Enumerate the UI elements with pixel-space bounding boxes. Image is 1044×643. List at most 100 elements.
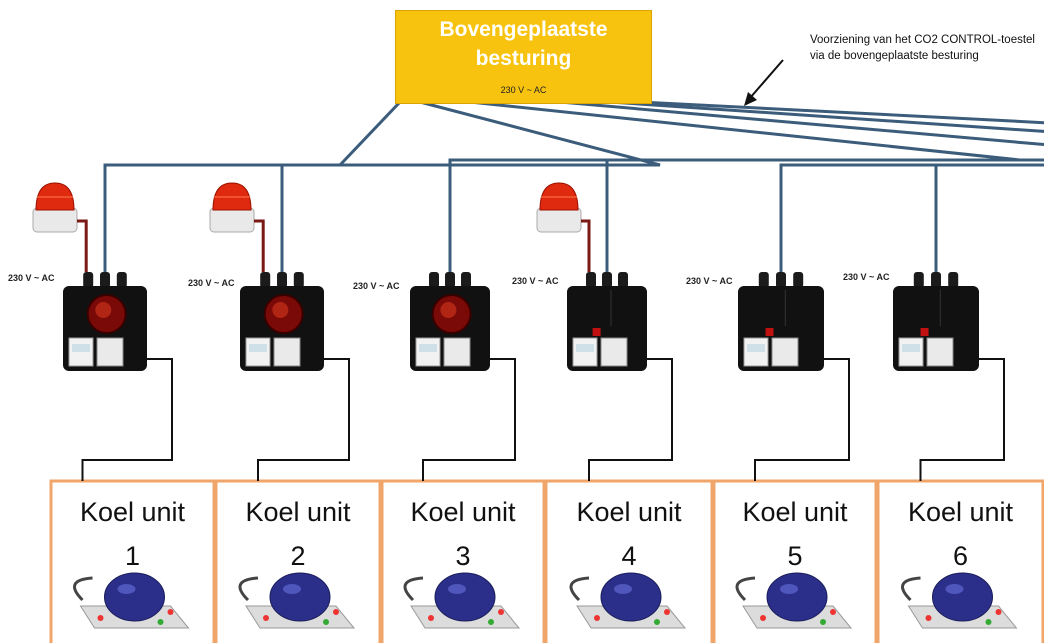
sensor-led (995, 609, 1002, 615)
sensor-dome-highlight (614, 584, 632, 594)
sensor-led (664, 609, 670, 615)
unit-cable (257, 358, 350, 481)
connector (602, 272, 612, 288)
station-6 (893, 272, 1018, 629)
sensor-dome-highlight (945, 584, 964, 594)
cooling-unit-name: Koel unit (245, 497, 351, 527)
unit-cable (588, 358, 673, 481)
sensor-cable (901, 576, 921, 602)
sensor-led (157, 619, 164, 625)
sensor-dome-highlight (780, 584, 798, 594)
sensor-led (498, 609, 504, 615)
sensor-led (985, 619, 992, 625)
cooling-unit-number: 3 (455, 541, 471, 571)
label-plate (600, 337, 628, 367)
alarm-window-highlight (95, 302, 112, 318)
sensor-cable (73, 576, 93, 602)
device-voltage-label: 230 V ~ AC (188, 278, 235, 288)
connector (776, 272, 786, 288)
connector (83, 272, 94, 288)
alarm-beacon (209, 182, 265, 272)
connector (445, 272, 455, 288)
control-display (576, 344, 594, 352)
sensor-cable (569, 576, 590, 602)
label-plate (96, 337, 124, 367)
co2-sensor (569, 572, 687, 629)
connector (586, 272, 596, 288)
connector (293, 272, 304, 288)
cooling-unit-number: 4 (621, 541, 637, 571)
status-led (765, 328, 774, 336)
bus-wires (103, 100, 1044, 274)
connector (277, 272, 287, 288)
connector (793, 272, 804, 288)
beacon-base (536, 207, 582, 233)
control-display (72, 344, 90, 352)
arrow-line (749, 59, 784, 99)
connector (461, 272, 471, 288)
beacon-base (32, 207, 78, 233)
connector (618, 272, 628, 288)
unit-cable (422, 358, 516, 481)
sensor-dome (434, 572, 496, 622)
sensor-dome (269, 572, 331, 622)
cooling-unit-name: Koel unit (907, 497, 1014, 527)
alarm-beacon (32, 182, 88, 272)
cooling-unit-name: Koel unit (79, 497, 186, 527)
unit-cable (81, 358, 173, 481)
bus-wire (639, 100, 1044, 274)
device-voltage-label: 230 V ~ AC (686, 276, 733, 286)
device-voltage-label: 230 V ~ AC (8, 273, 55, 283)
sensor-led (323, 619, 329, 625)
alarm-window-highlight (272, 302, 289, 318)
connector (116, 272, 127, 288)
station-5 (735, 272, 853, 629)
control-display (419, 344, 437, 352)
sensor-dome-highlight (448, 584, 466, 594)
label-plate (273, 337, 301, 367)
status-led (592, 328, 601, 336)
bus-wire (280, 100, 661, 274)
annotation-arrow (744, 59, 784, 106)
label-plate (926, 337, 954, 367)
sensor-dome-highlight (283, 584, 301, 594)
station-4 (536, 182, 687, 629)
sensor-led (333, 609, 339, 615)
bus-wire (609, 100, 1044, 274)
cooling-unit-label: Koel unit 4 (549, 490, 709, 578)
cooling-unit-name: Koel unit (410, 497, 516, 527)
sensor-dome (766, 572, 828, 622)
connector (948, 272, 959, 288)
sensor-dome (104, 572, 165, 622)
co2-sensor (735, 572, 853, 629)
bus-wire (103, 100, 402, 274)
sensor-led (97, 615, 104, 621)
alarm-beacon (536, 182, 591, 272)
sensor-dome-highlight (117, 584, 136, 594)
sensor-led (488, 619, 494, 625)
cooling-unit-name: Koel unit (576, 497, 682, 527)
beacon-cable (77, 219, 88, 272)
sensor-led (925, 615, 932, 621)
cooling-unit-number: 6 (952, 541, 969, 571)
cooling-unit-name: Koel unit (742, 497, 848, 527)
cooling-unit-label: Koel unit 3 (385, 490, 541, 578)
beacon-base (209, 207, 255, 233)
station-2 (209, 182, 356, 629)
sensor-dome (600, 572, 662, 622)
sensor-dome (932, 572, 993, 622)
controller-voltage: 230 V ~ AC (500, 85, 547, 95)
connector (931, 272, 941, 288)
bus-wire (559, 100, 1044, 274)
connector (429, 272, 439, 288)
sensor-led (428, 615, 434, 621)
co2-sensor (901, 572, 1018, 629)
sensor-cable (735, 576, 756, 602)
arrow-head (744, 92, 757, 106)
alarm-window-highlight (440, 302, 457, 318)
sensor-led (594, 615, 600, 621)
